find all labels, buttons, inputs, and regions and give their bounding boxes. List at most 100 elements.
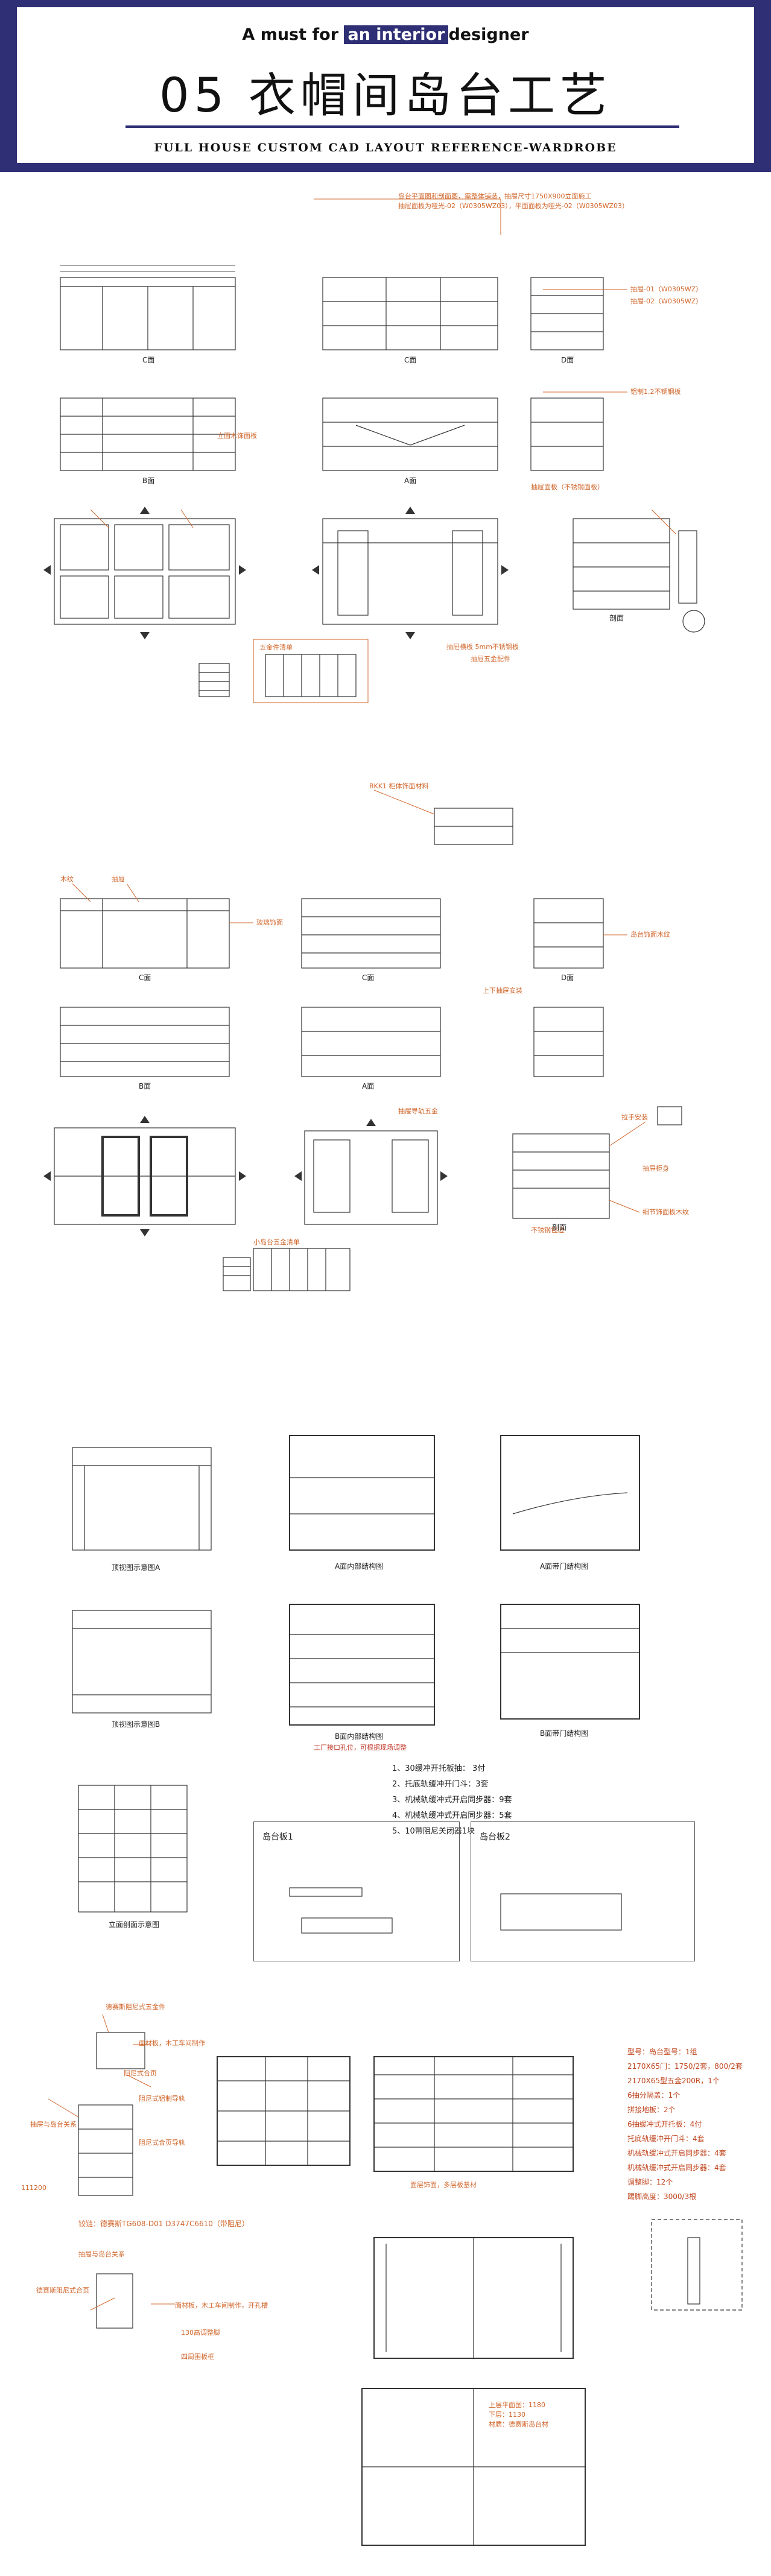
plan-note-1: 上层平面图：1180 [489, 2401, 545, 2409]
s2-label-a: A面 [362, 1082, 375, 1090]
drawing-sheet-2: BKK1 柜体饰面材料 木纹 抽屉 玻璃饰面 岛台饰面木纹 上下抽屉安装 抽屉导… [0, 778, 771, 1309]
note-detail-wood: 细节饰面板木纹 [642, 1208, 689, 1216]
s5-note-5: 抽屉与岛台关系 [30, 2121, 77, 2128]
caption-inner-b: B面内部结构图 [335, 1732, 384, 1741]
s5-note-6: 111200 [21, 2184, 46, 2192]
page-subtitle: FULL HOUSE CUSTOM CAD LAYOUT REFERENCE-W… [154, 141, 617, 154]
s2-label-d: D面 [561, 973, 574, 982]
spec-item: 拼接地板：2个 [627, 2106, 676, 2114]
caption-top-b: 顶视图示意图B [112, 1720, 160, 1729]
plan-note-2: 下层：1130 [489, 2411, 525, 2419]
note-steel: 铝制1.2不锈钢板 [630, 388, 681, 396]
s5-lower-5: 四周围板框 [181, 2353, 214, 2361]
s2-label-c-2: C面 [362, 973, 375, 982]
s5-lower-1: 抽屉与岛台关系 [78, 2250, 125, 2258]
caption-door-b: B面带门结构图 [540, 1729, 589, 1738]
note-veneer: 立面木饰面板 [217, 432, 257, 440]
s5-note-2: 面材板，木工车间制作 [139, 2039, 205, 2047]
island-board-2: 岛台板2 [471, 1821, 695, 1961]
note-drawer-2: 抽屉-02（W0305WZ） [630, 297, 703, 305]
s5-note-4: 阻尼式铝制导轨 [139, 2095, 185, 2103]
s5-lower-3: 面材板，木工车间制作，开孔槽 [175, 2302, 268, 2309]
plan-note-3: 材质：德赛斯岛台材 [489, 2420, 548, 2428]
view-label-a: A面 [404, 476, 417, 485]
hardware-list: 1、30缓冲开托板抽： 3付 2、托底轨缓冲开门斗：3套 3、机械轨缓冲式开启同… [392, 1761, 512, 1840]
s5-lower-2: 德赛斯阻尼式合页 [36, 2286, 89, 2294]
spec-item: 6抽缓冲式开托板：4付 [627, 2120, 702, 2128]
island-board-1: 岛台板1 [253, 1821, 460, 1961]
view-label-d: D面 [561, 356, 574, 364]
note-upper-lower: 上下抽屉安装 [483, 987, 522, 995]
note-wood: 木纹 [60, 875, 74, 883]
spec-list: 型号：岛台型号：1组 2170X65门：1750/2套，800/2套 2170X… [627, 2045, 743, 2204]
s5-note-3: 阻尼式合页 [124, 2069, 157, 2077]
top-note-line-1: 岛台平面图和剖面图，需整体铺装，抽屉尺寸1750X900立面施工 [398, 192, 592, 200]
spec-item: 型号：岛台型号：1组 [627, 2048, 697, 2056]
s2-label-b: B面 [139, 1082, 151, 1090]
cad-drawing-sheet-2 [43, 790, 682, 1291]
cad-drawing-sheet-5 [48, 2014, 743, 2546]
note-bkk1: BKK1 柜体饰面材料 [369, 782, 429, 790]
note-body: 抽屉柜身 [642, 1165, 669, 1172]
cad-drawing-sheet-3 [72, 1435, 640, 1726]
note-glass: 玻璃饰面 [256, 919, 283, 926]
s2-label-section: 剖面 [552, 1223, 567, 1232]
spec-item: 机械轨缓冲式开启同步器：4套 [627, 2163, 726, 2172]
caption-door-a: A面带门结构图 [540, 1562, 589, 1571]
view-label-c-2: C面 [404, 356, 417, 364]
spec-item: 2170X65门：1750/2套，800/2套 [627, 2062, 743, 2071]
view-label-c: C面 [142, 356, 155, 364]
s5-note-1: 德赛斯阻尼式五金件 [106, 2003, 165, 2011]
view-label-b: B面 [142, 476, 155, 485]
tagline-pre: A must for [242, 25, 339, 44]
note-drawer-plate: 抽屉横板 5mm不锈钢板 [446, 643, 519, 651]
tagline-highlight: an interior [344, 25, 449, 44]
drawing-sheet-4: 1、30缓冲开托板抽： 3付 2、托底轨缓冲开门斗：3套 3、机械轨缓冲式开启同… [0, 1761, 771, 1966]
note-island-wood: 岛台饰面木纹 [630, 931, 670, 938]
drawing-sheet-5: 德赛斯阻尼式五金件 面材板，木工车间制作 阻尼式合页 阻尼式铝制导轨 抽屉与岛台… [0, 1984, 771, 2563]
spec-item: 托底轨缓冲开门斗：4套 [627, 2135, 705, 2143]
s5-note-7: 阻尼式合页导轨 [139, 2139, 185, 2147]
caption-inner-a: A面内部结构图 [335, 1562, 384, 1571]
drawing-sheet-1: 岛台平面图和剖面图，需整体铺装，抽屉尺寸1750X900立面施工 抽屉面板为哑光… [0, 181, 771, 760]
hardware-item: 4、机械轨缓冲式开启同步器：5套 [392, 1811, 512, 1820]
box-title: 岛台板2 [480, 1832, 510, 1842]
note-runner: 抽屉导轨五金 [398, 1107, 438, 1115]
note-handle: 拉手安装 [621, 1113, 648, 1121]
top-note-line-2: 抽屉面板为哑光-02（W0305WZ03），平面面板为哑光-02（W0305WZ… [398, 202, 629, 210]
hardware-item: 2、托底轨缓冲开门斗：3套 [392, 1780, 489, 1789]
hardware-item: 5、10带阻尼关闭器1块 [392, 1827, 475, 1836]
s5-mid-note: 面层饰面，多层板基材 [410, 2181, 477, 2189]
title-divider [125, 125, 679, 128]
s2-label-c: C面 [139, 973, 151, 982]
spec-item: 6抽分隔盖：1个 [627, 2091, 681, 2100]
caption-section: 立面剖面示意图 [109, 1920, 160, 1929]
hinge-brand-note: 铰链：德赛斯TG608-D01 D3747C6610（带阻尼） [78, 2220, 249, 2228]
small-table-title: 五金件清单 [259, 644, 293, 651]
spec-item: 踢脚高度：3000/3根 [627, 2192, 697, 2201]
spec-item: 2170X65型五金200R，1个 [627, 2077, 720, 2085]
tagline-post: designer [448, 25, 529, 44]
view-label-section: 剖面 [609, 614, 624, 622]
page-title: 05 衣帽间岛台工艺 [159, 69, 612, 123]
drawing-sheet-3: 顶视图示意图A A面内部结构图 A面带门结构图 顶视图示意图B B面内部结构图 … [0, 1411, 771, 1761]
note-steel-edge: 不锈钢包边 [531, 1226, 564, 1234]
caption-top-a: 顶视图示意图A [112, 1563, 160, 1572]
hardware-item: 1、30缓冲开托板抽： 3付 [392, 1764, 486, 1773]
box-title: 岛台板1 [262, 1832, 293, 1842]
spec-item: 机械轨缓冲式开启同步器：4套 [627, 2149, 726, 2157]
cad-drawing-sheet-1 [43, 198, 705, 703]
factory-hole-note: 工厂接口孔位，可根据现场调整 [314, 1744, 407, 1752]
note-drawer: 抽屉 [112, 875, 125, 883]
hardware-item: 3、机械轨缓冲式开启同步器：9套 [392, 1796, 512, 1805]
note-drawer-1: 抽屉-01（W0305WZ） [630, 285, 703, 293]
s5-lower-4: 130高调整脚 [181, 2329, 220, 2337]
note-hardware: 抽屉五金配件 [471, 655, 510, 663]
spec-item: 调整脚：12个 [627, 2178, 673, 2186]
note-drawer-face: 抽屉面板（不锈钢面板） [531, 483, 604, 491]
cad-drawing-sheet-4 [78, 1785, 622, 1934]
s2-table-title: 小岛台五金清单 [253, 1238, 300, 1246]
